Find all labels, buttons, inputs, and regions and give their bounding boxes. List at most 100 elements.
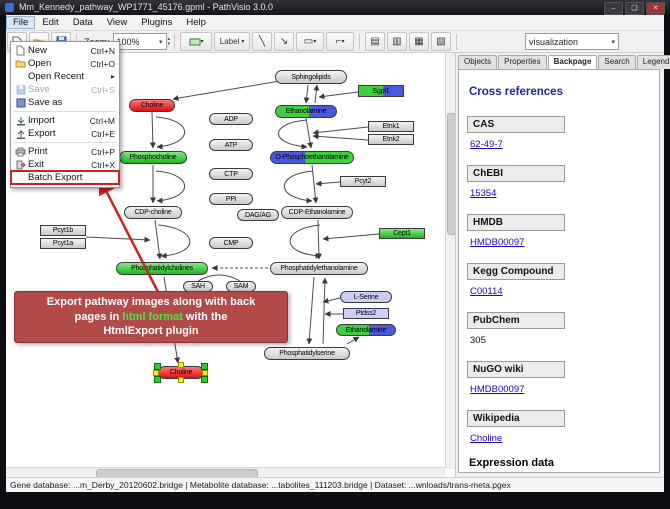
pathway-node-ppi[interactable]: PPi — [209, 193, 253, 205]
arrow-tool-button[interactable]: ↘ — [274, 32, 295, 51]
pathway-node-ethanolamine[interactable]: Ethanolamine — [275, 105, 337, 118]
crossref-link[interactable]: C00114 — [470, 286, 503, 297]
annotation-callout: Export pathway images along with back pa… — [14, 291, 288, 343]
file-menu-dropdown: New Ctrl+N Open Ctrl+O Open Recent ▸ Sav… — [10, 41, 120, 188]
menu-data[interactable]: Data — [72, 17, 93, 28]
canvas-horizontal-scrollbar[interactable] — [6, 467, 446, 477]
menu-item-open[interactable]: Open Ctrl+O — [11, 57, 119, 70]
visualization-combobox[interactable]: visualization ▾ — [525, 33, 620, 50]
menu-item-print[interactable]: Print Ctrl+P — [11, 145, 119, 158]
menu-item-export[interactable]: Export Ctrl+E — [11, 127, 119, 140]
selection-handle-mid[interactable] — [178, 362, 184, 368]
tab-search[interactable]: Search — [598, 55, 636, 69]
label-tool-button[interactable]: Label ▾ — [214, 32, 251, 51]
scrollbar-thumb[interactable] — [96, 469, 258, 477]
tab-legend[interactable]: Legend — [636, 55, 670, 69]
pathway-node-etnk2[interactable]: Etnk2 — [368, 134, 414, 145]
menu-item-batch-export[interactable]: Batch Export — [10, 170, 120, 185]
pathway-node-adp[interactable]: ADP — [209, 113, 253, 125]
pathway-node-pcyt2[interactable]: Pcyt2 — [340, 176, 386, 187]
spinner-up-icon[interactable]: ▴ — [167, 35, 171, 42]
pathway-node-phosphocholine[interactable]: Phosphocholine — [119, 151, 187, 164]
menu-edit[interactable]: Edit — [42, 17, 59, 28]
selection-handle-corner[interactable] — [201, 376, 208, 383]
menu-separator — [14, 142, 116, 143]
stack-vertical-icon: ▧ — [436, 36, 446, 47]
pathway-node-ctp[interactable]: CTP — [209, 168, 253, 180]
pathway-node-cmp[interactable]: CMP — [209, 237, 253, 249]
pathway-node-cept1[interactable]: Cept1 — [379, 228, 425, 239]
pathway-node-dag[interactable]: DAG/AG — [237, 209, 279, 221]
line-tool-button[interactable]: ╲ — [252, 32, 273, 51]
tab-backpage[interactable]: Backpage — [547, 55, 598, 69]
crossref-link[interactable]: HMDB00097 — [470, 384, 525, 395]
pathway-node-l-serine[interactable]: L-Serine — [340, 291, 392, 303]
stack-horizontal-button[interactable]: ▦ — [409, 32, 430, 51]
crossref-section-pubchem: PubChem 305 — [467, 310, 651, 346]
scrollbar-thumb[interactable] — [447, 113, 455, 235]
pathway-node-sgpl1[interactable]: Sgpl1 — [358, 85, 404, 97]
datanode-icon — [189, 38, 201, 45]
tab-objects[interactable]: Objects — [458, 55, 498, 69]
menu-help[interactable]: Help — [186, 17, 206, 28]
datanode-tool-button[interactable]: ▾ — [180, 32, 213, 51]
menu-plugins[interactable]: Plugins — [141, 17, 173, 28]
menu-item-new[interactable]: New Ctrl+N — [11, 44, 119, 57]
menu-item-save-as[interactable]: Save as — [11, 96, 119, 109]
zoom-combobox[interactable]: 100% ▾ — [112, 33, 167, 50]
pathway-node-cdp-ethanolamine[interactable]: CDP-Ethanolamine — [281, 206, 353, 219]
zoom-spinner[interactable]: ▴ ▾ — [167, 35, 171, 47]
selection-handle-corner[interactable] — [201, 363, 208, 370]
pathway-node-o-phosphoethanolamine[interactable]: O-Phosphoethanolamine — [270, 151, 354, 164]
pathway-node-pcyt1a[interactable]: Pcyt1a — [40, 238, 86, 249]
pathway-node-phosphatidylserine[interactable]: Phosphatidylserine — [264, 347, 350, 360]
tab-properties[interactable]: Properties — [498, 55, 547, 69]
menu-item-exit[interactable]: Exit Ctrl+X — [11, 158, 119, 171]
selection-handle-mid[interactable] — [153, 370, 159, 376]
pathway-node-sphingolipids[interactable]: Sphingolipids — [275, 70, 347, 84]
close-button[interactable]: ✕ — [646, 2, 665, 15]
shape-tool-button[interactable]: ▭ ▾ — [296, 32, 325, 51]
app-icon — [5, 3, 14, 12]
menu-item-open-recent[interactable]: Open Recent ▸ — [28, 71, 115, 82]
pathway-node-phosphatidylethanolamine[interactable]: Phosphatidylethanolamine — [270, 262, 368, 275]
expression-data-heading: Expression data — [469, 457, 554, 469]
pathway-node-etnk1[interactable]: Etnk1 — [368, 121, 414, 132]
pathway-node-choline[interactable]: Choline — [129, 99, 175, 112]
export-icon — [16, 129, 25, 139]
connector-tool-button[interactable]: ⌐ ▾ — [326, 32, 355, 51]
pathway-node-atp[interactable]: ATP — [209, 139, 253, 151]
pathway-node-phosphatidylcholines[interactable]: Phosphatidylcholines — [116, 262, 208, 275]
crossref-link[interactable]: HMDB00097 — [470, 237, 525, 248]
crossref-section-chebi: ChEBI 15354 — [467, 163, 651, 199]
menu-file[interactable]: File — [6, 16, 36, 29]
chevron-down-icon[interactable]: ▾ — [611, 38, 616, 46]
crossref-source: Wikipedia — [467, 410, 565, 427]
crossref-source: PubChem — [467, 312, 565, 329]
backpage-panel: Cross references CAS 62-49-7 ChEBI 15354… — [458, 69, 660, 473]
stack-vertical-button[interactable]: ▧ — [431, 32, 452, 51]
spinner-down-icon[interactable]: ▾ — [167, 40, 171, 47]
maximize-button[interactable]: ❏ — [625, 2, 644, 15]
sidebar-tabs: Objects Properties Backpage Search Legen… — [458, 55, 670, 69]
crossref-link[interactable]: 62-49-7 — [470, 139, 503, 150]
pathway-node-ptdss2[interactable]: Ptdss2 — [343, 308, 389, 319]
align-horizontal-button[interactable]: ▤ — [365, 32, 386, 51]
pathway-node-ethanolamine-2[interactable]: Ethanolamine — [336, 324, 396, 336]
chevron-down-icon[interactable]: ▾ — [159, 38, 163, 46]
import-icon — [16, 116, 25, 125]
selection-handle-mid[interactable] — [178, 377, 184, 383]
menu-item-import[interactable]: Import Ctrl+M — [11, 114, 119, 127]
selection-handle-corner[interactable] — [154, 363, 161, 370]
menu-view[interactable]: View — [106, 17, 128, 28]
pathway-node-pcyt1b[interactable]: Pcyt1b — [40, 225, 86, 236]
crossref-link[interactable]: Choline — [470, 433, 503, 444]
selection-handle-corner[interactable] — [154, 376, 161, 383]
minimize-button[interactable]: – — [604, 2, 623, 15]
crossref-section-nugo: NuGO wiki HMDB00097 — [467, 359, 651, 395]
canvas-vertical-scrollbar[interactable] — [445, 53, 455, 469]
align-vertical-button[interactable]: ▥ — [387, 32, 408, 51]
pathway-node-cdp-choline[interactable]: CDP-choline — [124, 206, 182, 219]
crossref-link[interactable]: 15354 — [470, 188, 497, 199]
selection-handle-mid[interactable] — [202, 370, 208, 376]
